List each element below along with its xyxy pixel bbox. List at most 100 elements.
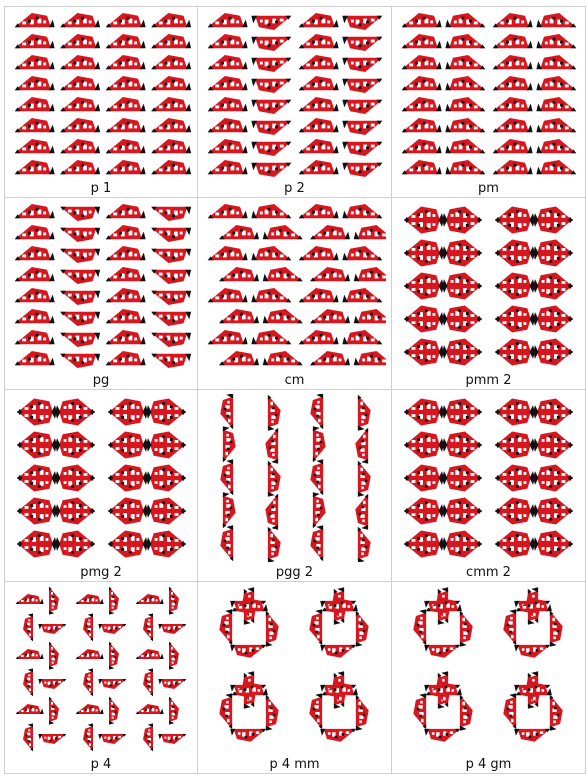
ornament-motif — [404, 411, 444, 425]
ornament-motif — [404, 285, 444, 299]
ornament-motif — [533, 285, 573, 299]
ornament-motif — [404, 318, 444, 332]
ornament-motif — [536, 160, 576, 174]
ornament-motif — [313, 492, 326, 528]
ornament-motif — [404, 206, 444, 220]
ornament-motif — [404, 305, 444, 319]
ornament-motif — [136, 704, 164, 714]
ornament-motif — [358, 527, 371, 562]
ornament-motif — [60, 228, 100, 242]
ornament-motif — [309, 609, 322, 645]
ornament-motif — [143, 668, 153, 696]
ornament-motif — [60, 13, 100, 27]
ornament-motif — [15, 309, 55, 323]
ornament-motif — [299, 288, 339, 302]
ornament-motif — [299, 160, 339, 174]
ornament-motif — [342, 163, 382, 177]
ornament-motif — [208, 204, 248, 218]
ornament-motif — [106, 330, 146, 344]
ornament-motif — [60, 207, 100, 221]
ornament-motif — [299, 118, 339, 132]
ornament-motif — [533, 252, 573, 266]
ornament-motif — [108, 398, 148, 412]
ornament-motif — [106, 309, 146, 323]
ornament-motif — [533, 411, 573, 425]
ornament-motif — [83, 723, 93, 751]
ornament-motif — [49, 587, 59, 615]
ornament-motif — [146, 510, 186, 524]
ornament-motif — [251, 204, 291, 218]
pattern-tile — [398, 394, 580, 562]
ornament-motif — [299, 330, 339, 344]
ornament-motif — [493, 55, 533, 69]
ornament-motif — [533, 431, 573, 445]
ornament-motif — [354, 225, 386, 239]
ornament-motif — [533, 477, 573, 491]
ornament-motif — [60, 118, 100, 132]
ornament-motif — [108, 464, 148, 478]
ornament-motif — [310, 525, 323, 561]
ornament-motif — [495, 219, 535, 233]
ornament-motif — [413, 693, 426, 729]
ornament-motif — [536, 13, 576, 27]
ornament-motif — [445, 97, 485, 111]
ornament-motif — [146, 543, 186, 557]
ornament-motif — [17, 530, 57, 544]
ornament-motif — [55, 431, 95, 445]
ornament-motif — [146, 477, 186, 491]
ornament-motif — [17, 431, 57, 445]
ornament-motif — [495, 272, 535, 286]
ornament-motif — [533, 318, 573, 332]
ornament-motif — [354, 351, 386, 365]
panel-pmm-2: pmm 2 — [392, 198, 586, 390]
ornament-motif — [358, 395, 371, 431]
ornament-motif — [402, 34, 442, 48]
ornament-motif — [136, 649, 164, 659]
ornament-motif — [17, 497, 57, 511]
ornament-motif — [342, 142, 382, 156]
ornament-motif — [106, 97, 146, 111]
ornament-motif — [536, 118, 576, 132]
ornament-motif — [299, 55, 339, 69]
ornament-motif — [460, 695, 473, 731]
ornament-motif — [493, 139, 533, 153]
ornament-motif — [495, 318, 535, 332]
ornament-motif — [495, 252, 535, 266]
panel-caption: p 4 — [5, 757, 197, 773]
ornament-motif — [17, 543, 57, 557]
ornament-motif — [533, 497, 573, 511]
ornament-motif — [98, 679, 126, 689]
ornament-motif — [404, 510, 444, 524]
ornament-motif — [98, 734, 126, 744]
panel-p-4-gm: p 4 gm — [392, 582, 586, 774]
ornament-motif — [495, 477, 535, 491]
ornament-motif — [143, 723, 153, 751]
ornament-motif — [442, 252, 482, 266]
ornament-motif — [55, 477, 95, 491]
ornament-motif — [442, 497, 482, 511]
ornament-motif — [251, 246, 291, 260]
ornament-motif — [533, 543, 573, 557]
ornament-motif — [251, 288, 291, 302]
ornament-motif — [15, 288, 55, 302]
ornament-motif — [536, 97, 576, 111]
pattern-tile — [11, 11, 193, 179]
ornament-motif — [342, 79, 382, 93]
ornament-motif — [514, 645, 550, 658]
ornament-motif — [445, 139, 485, 153]
ornament-motif — [169, 587, 179, 615]
ornament-motif — [230, 729, 266, 742]
ornament-motif — [442, 219, 482, 233]
ornament-motif — [404, 444, 444, 458]
wallpaper-groups-grid: p 1p 2pmpgcmpmm 2pmg 2pgg 2cmm 2p 4p 4 m… — [4, 6, 586, 774]
ornament-motif — [151, 76, 191, 90]
ornament-motif — [442, 285, 482, 299]
pattern-tile — [204, 586, 386, 754]
ornament-motif — [251, 100, 291, 114]
ornament-motif — [55, 543, 95, 557]
ornament-motif — [404, 464, 444, 478]
ornament-motif — [55, 411, 95, 425]
ornament-motif — [533, 272, 573, 286]
ornament-motif — [503, 693, 516, 729]
ornament-motif — [356, 695, 369, 731]
